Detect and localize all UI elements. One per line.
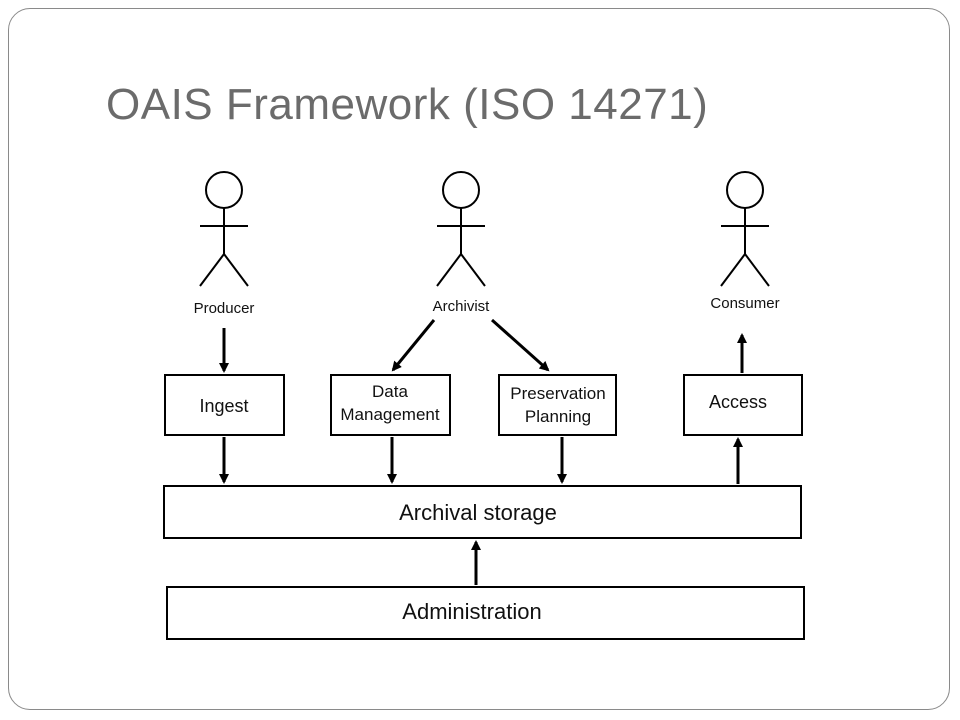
- ingest-box: [164, 374, 285, 436]
- access-label: Access: [709, 392, 767, 412]
- data-management-label-line1: Data: [372, 382, 408, 401]
- administration-box: [166, 586, 805, 640]
- archivist-label: Archivist: [433, 298, 491, 315]
- arrow-archivist-to-preservation-planning: [491, 318, 550, 372]
- producer-label: Producer: [194, 300, 255, 317]
- data-management-box: [330, 374, 451, 436]
- access-box: [683, 374, 803, 436]
- administration-label: Administration: [402, 599, 541, 624]
- preservation-planning-label-line1: Preservation: [510, 384, 605, 403]
- ingest-label: Ingest: [199, 396, 248, 416]
- arrow-archivist-to-data-management: [391, 319, 436, 372]
- consumer-label: Consumer: [710, 295, 779, 312]
- consumer-actor-icon: [720, 171, 770, 287]
- archival-storage-box: [163, 485, 802, 539]
- archivist-actor-icon: [436, 171, 486, 287]
- preservation-planning-label-line2: Planning: [525, 407, 591, 426]
- data-management-label-line2: Management: [340, 405, 440, 424]
- preservation-planning-box: [498, 374, 617, 436]
- producer-actor-icon: [199, 171, 249, 287]
- archival-storage-label: Archival storage: [399, 500, 557, 525]
- slide-title: OAIS Framework (ISO 14271): [106, 80, 709, 129]
